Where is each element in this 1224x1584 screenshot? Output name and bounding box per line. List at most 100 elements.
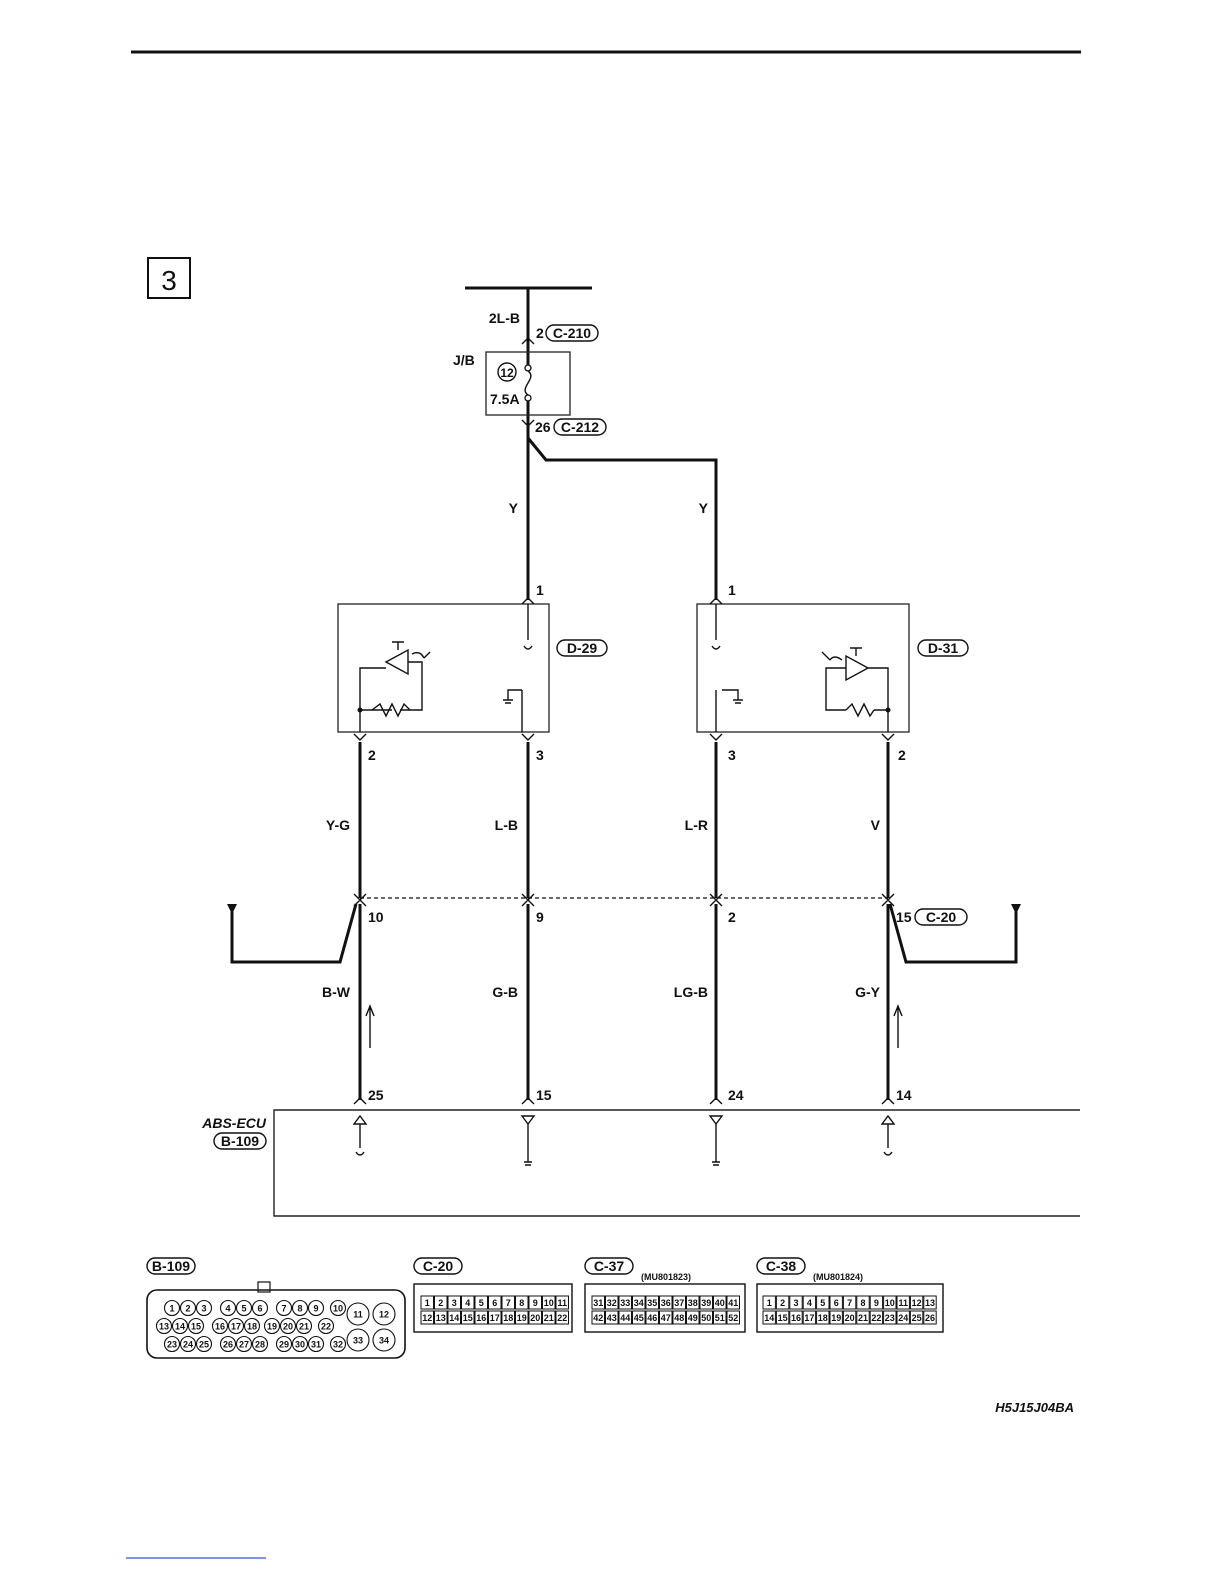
legend-pin-cell <box>883 1295 897 1310</box>
legend-pin-cell <box>923 1295 937 1310</box>
legend-pin-cell <box>762 1310 776 1325</box>
legend-pin-cell <box>672 1295 686 1310</box>
abs-ecu-connector: B-109 <box>221 1133 259 1149</box>
legend-pin-number: 13 <box>925 1298 935 1308</box>
legend-pin-number: 42 <box>593 1313 603 1323</box>
legend-pin-number: 15 <box>191 1322 201 1332</box>
sensor-d29-ground-symbol <box>503 689 522 704</box>
legend-pin-number: 17 <box>490 1313 500 1323</box>
legend-c38-part: (MU801824) <box>813 1272 863 1282</box>
legend-pin-cell <box>686 1310 700 1325</box>
wire-label-g-b: G-B <box>492 984 518 1000</box>
legend-pin-cell <box>555 1310 569 1325</box>
legend-pin-cell <box>829 1295 843 1310</box>
legend-pin-cell <box>372 1302 396 1326</box>
legend-pin-cell <box>317 1317 335 1335</box>
fuse-number: 12 <box>500 366 514 380</box>
legend-tag-b109 <box>146 1257 196 1275</box>
legend-pin-cell <box>591 1295 605 1310</box>
legend-pin-cell <box>179 1299 197 1317</box>
legend-pin-number: 5 <box>820 1298 825 1308</box>
legend-pin-number: 20 <box>530 1313 540 1323</box>
legend-pin-number: 2 <box>780 1298 785 1308</box>
legend-tag-c20 <box>413 1257 463 1275</box>
legend-pin-cell <box>346 1302 370 1326</box>
connector-c210-label: C-210 <box>553 325 591 341</box>
sensor-d31-connector: D-31 <box>928 640 959 656</box>
legend-pin-cell <box>726 1295 740 1310</box>
legend-pin-number: 10 <box>333 1304 343 1314</box>
legend-pin-number: 25 <box>199 1340 209 1350</box>
legend-pin-cell <box>555 1295 569 1310</box>
legend-tag-c38 <box>756 1257 806 1275</box>
legend-pin-number: 15 <box>463 1313 473 1323</box>
legend-pin-cell <box>307 1335 325 1353</box>
legend-pin-cell <box>474 1295 488 1310</box>
ecu-ground-symbol <box>520 1115 536 1166</box>
legend-pin-cell <box>195 1299 213 1317</box>
junction-block <box>485 351 571 416</box>
sensor-d31-pin-power: 1 <box>728 582 736 598</box>
legend-pin-number: 35 <box>647 1298 657 1308</box>
wire-label-l-r: L-R <box>685 817 708 833</box>
legend-pin-cell <box>501 1310 515 1325</box>
legend-pin-number: 28 <box>255 1340 265 1350</box>
legend-pin-number: 9 <box>313 1304 318 1314</box>
legend-pin-cell <box>447 1295 461 1310</box>
legend-pin-number: 52 <box>728 1313 738 1323</box>
legend-pin-cell <box>883 1310 897 1325</box>
legend-pin-cell <box>659 1295 673 1310</box>
legend-pin-number: 20 <box>845 1313 855 1323</box>
legend-pin-number: 40 <box>715 1298 725 1308</box>
legend-pin-cell <box>618 1310 632 1325</box>
legend-pin-number: 6 <box>492 1298 497 1308</box>
legend-pin-cell <box>542 1295 556 1310</box>
legend-pin-number: 22 <box>321 1322 331 1332</box>
terminal-mark <box>353 733 895 741</box>
legend-pin-cell <box>243 1317 261 1335</box>
ecu-pin-25: 25 <box>368 1087 384 1103</box>
legend-pin-number: 14 <box>175 1322 185 1332</box>
legend-pin-number: 24 <box>898 1313 908 1323</box>
legend-pin-cell <box>775 1310 790 1325</box>
legend-pin-number: 16 <box>476 1313 486 1323</box>
legend-pin-number: 34 <box>379 1336 389 1346</box>
connector-tag-b109 <box>213 1132 267 1150</box>
legend-pin-number: 11 <box>557 1298 567 1308</box>
sensor-d31-ground-symbol <box>722 689 743 704</box>
legend-pin-cell <box>659 1310 673 1325</box>
shield-wire-left <box>230 903 358 964</box>
legend-pin-cell <box>461 1310 475 1325</box>
shield-wire-right <box>888 903 1018 964</box>
legend-pin-number: 31 <box>311 1340 321 1350</box>
legend-pin-number: 12 <box>912 1298 922 1308</box>
ecu-ground-symbol <box>708 1115 724 1166</box>
pin-bottom-label: 26 <box>535 419 551 435</box>
legend-pin-cell <box>279 1317 297 1335</box>
legend-pin-cell <box>816 1295 830 1310</box>
legend-pin-number: 11 <box>353 1310 363 1320</box>
legend-pin-cell <box>434 1310 448 1325</box>
legend-pin-number: 48 <box>674 1313 684 1323</box>
legend-pin-cell <box>869 1310 884 1325</box>
legend-pin-number: 44 <box>620 1313 630 1323</box>
legend-pin-number: 22 <box>557 1313 567 1323</box>
ecu-input-symbol <box>352 1114 368 1156</box>
legend-pin-number: 29 <box>279 1340 289 1350</box>
legend-c20-body <box>413 1283 573 1333</box>
legend-pin-number: 38 <box>688 1298 698 1308</box>
legend-pin-number: 13 <box>436 1313 446 1323</box>
legend-pin-number: 9 <box>533 1298 538 1308</box>
legend-pin-cell <box>447 1310 461 1325</box>
legend-pin-cell <box>474 1310 488 1325</box>
sensor-d29-pin-power: 1 <box>536 582 544 598</box>
ecu-pin-24: 24 <box>728 1087 744 1103</box>
legend-pin-cell <box>528 1310 542 1325</box>
wire-label-g-y: G-Y <box>855 984 881 1000</box>
legend-pin-cell <box>605 1310 619 1325</box>
legend-pin-number: 3 <box>793 1298 798 1308</box>
legend-pin-cell <box>275 1299 293 1317</box>
legend-pin-number: 32 <box>607 1298 617 1308</box>
